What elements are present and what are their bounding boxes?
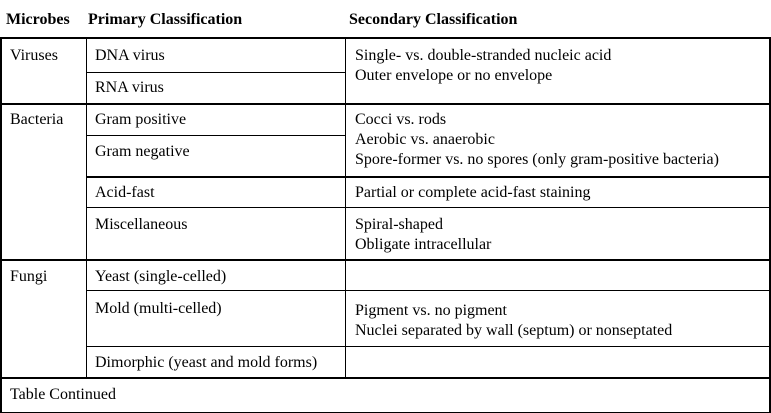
bacteria-rule-2 [86, 176, 771, 178]
primary-yeast: Yeast (single-celled) [95, 268, 227, 285]
left-border [0, 37, 2, 413]
header-primary-classification: Primary Classification [88, 11, 243, 28]
secondary-acid-fast: Partial or complete acid-fast staining [355, 184, 591, 201]
secondary-bacteria-line-1: Cocci vs. rods [355, 111, 447, 128]
primary-rna-virus: RNA virus [95, 79, 164, 96]
secondary-virus-line-2: Outer envelope or no envelope [355, 67, 553, 84]
microbe-bacteria: Bacteria [10, 111, 64, 128]
secondary-mold-line-2: Nuclei separated by wall (septum) or non… [355, 322, 673, 339]
fungi-rule-2 [86, 346, 771, 347]
secondary-misc-line-2: Obligate intracellular [355, 236, 492, 253]
primary-miscellaneous: Miscellaneous [95, 216, 188, 233]
secondary-bacteria-line-3: Spore-former vs. no spores (only gram-po… [355, 151, 719, 168]
table-continued-note: Table Continued [10, 386, 116, 403]
viruses-inner-rule [86, 72, 346, 73]
table-bottom-rule [0, 377, 771, 379]
primary-acid-fast: Acid-fast [95, 184, 155, 201]
header-microbes: Microbes [6, 11, 70, 28]
secondary-mold-line-1: Pigment vs. no pigment [355, 302, 507, 319]
primary-dna-virus: DNA virus [95, 47, 165, 64]
secondary-bacteria-line-2: Aerobic vs. anaerobic [355, 131, 495, 148]
primary-gram-negative: Gram negative [95, 143, 190, 160]
bacteria-inner-rule [86, 135, 346, 136]
secondary-virus-line-1: Single- vs. double-stranded nucleic acid [355, 47, 612, 64]
right-border [769, 37, 771, 413]
primary-gram-positive: Gram positive [95, 111, 187, 128]
header-bottom-rule [0, 37, 771, 39]
primary-mold: Mold (multi-celled) [95, 300, 222, 317]
primary-dimorphic: Dimorphic (yeast and mold forms) [95, 354, 318, 371]
bacteria-rule-3 [86, 207, 771, 208]
bacteria-bottom-rule [0, 259, 771, 261]
secondary-misc-line-1: Spiral-shaped [355, 216, 443, 233]
microbe-fungi: Fungi [10, 268, 48, 285]
fungi-rule-1 [86, 290, 771, 291]
microbe-viruses: Viruses [10, 47, 58, 64]
header-secondary-classification: Secondary Classification [349, 11, 518, 28]
viruses-bottom-rule [0, 103, 771, 105]
